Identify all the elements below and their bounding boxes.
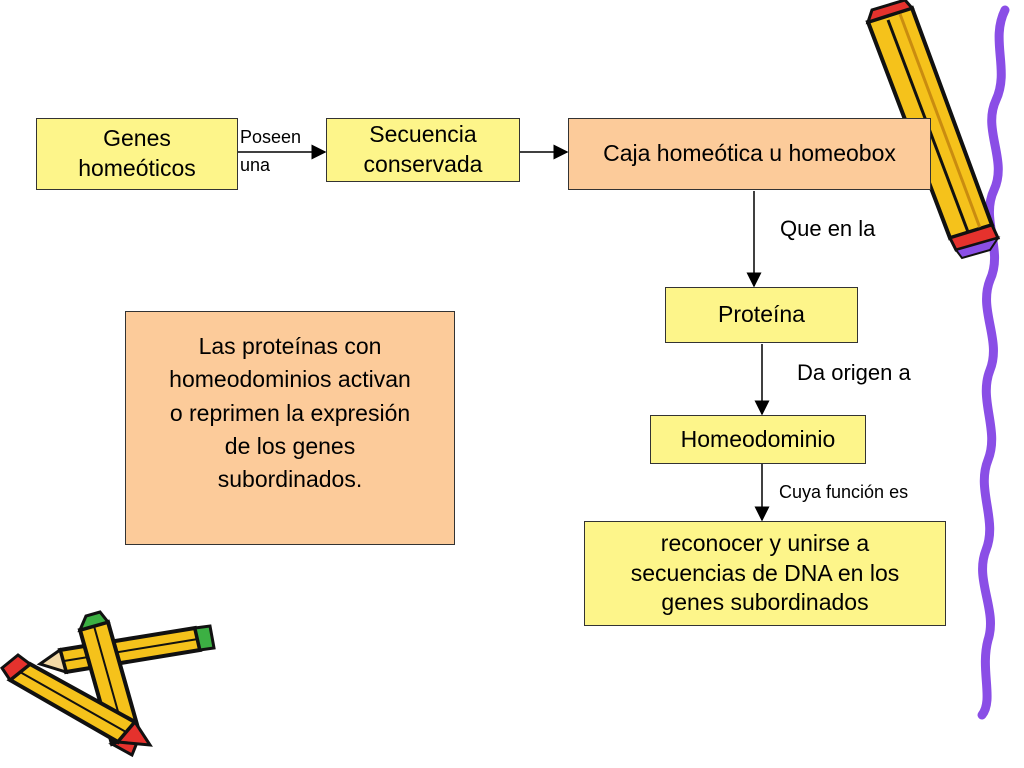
node-caja-label: Caja homeótica u homeobox: [603, 140, 896, 167]
note-proteinas-text: Las proteínas con homeodominios activan …: [169, 333, 411, 493]
node-genes-homeoticos: Genes homeóticos: [36, 118, 238, 190]
edge-label-cuya-funcion-es: Cuya función es: [779, 482, 909, 502]
node-reconocer-unirse: reconocer y unirse a secuencias de DNA e…: [584, 521, 946, 626]
edge-label-que-en-la: Que en la: [780, 216, 876, 241]
note-proteinas-homeodominios: Las proteínas con homeodominios activan …: [125, 311, 455, 545]
edge-label-da-origen-a: Da origen a: [797, 360, 911, 385]
node-proteina: Proteína: [665, 287, 858, 343]
node-proteina-label: Proteína: [718, 301, 805, 328]
purple-squiggle-decoration: [977, 5, 1010, 720]
node-reconocer-label: reconocer y unirse a secuencias de DNA e…: [630, 529, 900, 616]
node-secuencia-conservada: Secuencia conservada: [326, 118, 520, 182]
node-homeodominio-label: Homeodominio: [680, 425, 836, 452]
node-genes-label: Genes homeóticos: [78, 125, 196, 181]
node-homeodominio: Homeodominio: [650, 415, 866, 464]
edge-label-poseen-una: Poseen una: [240, 127, 302, 175]
node-secuencia-label: Secuencia conservada: [363, 121, 483, 177]
pencils-pair-clipart-icon: [0, 610, 216, 758]
node-caja-homeotica: Caja homeótica u homeobox: [568, 118, 931, 190]
